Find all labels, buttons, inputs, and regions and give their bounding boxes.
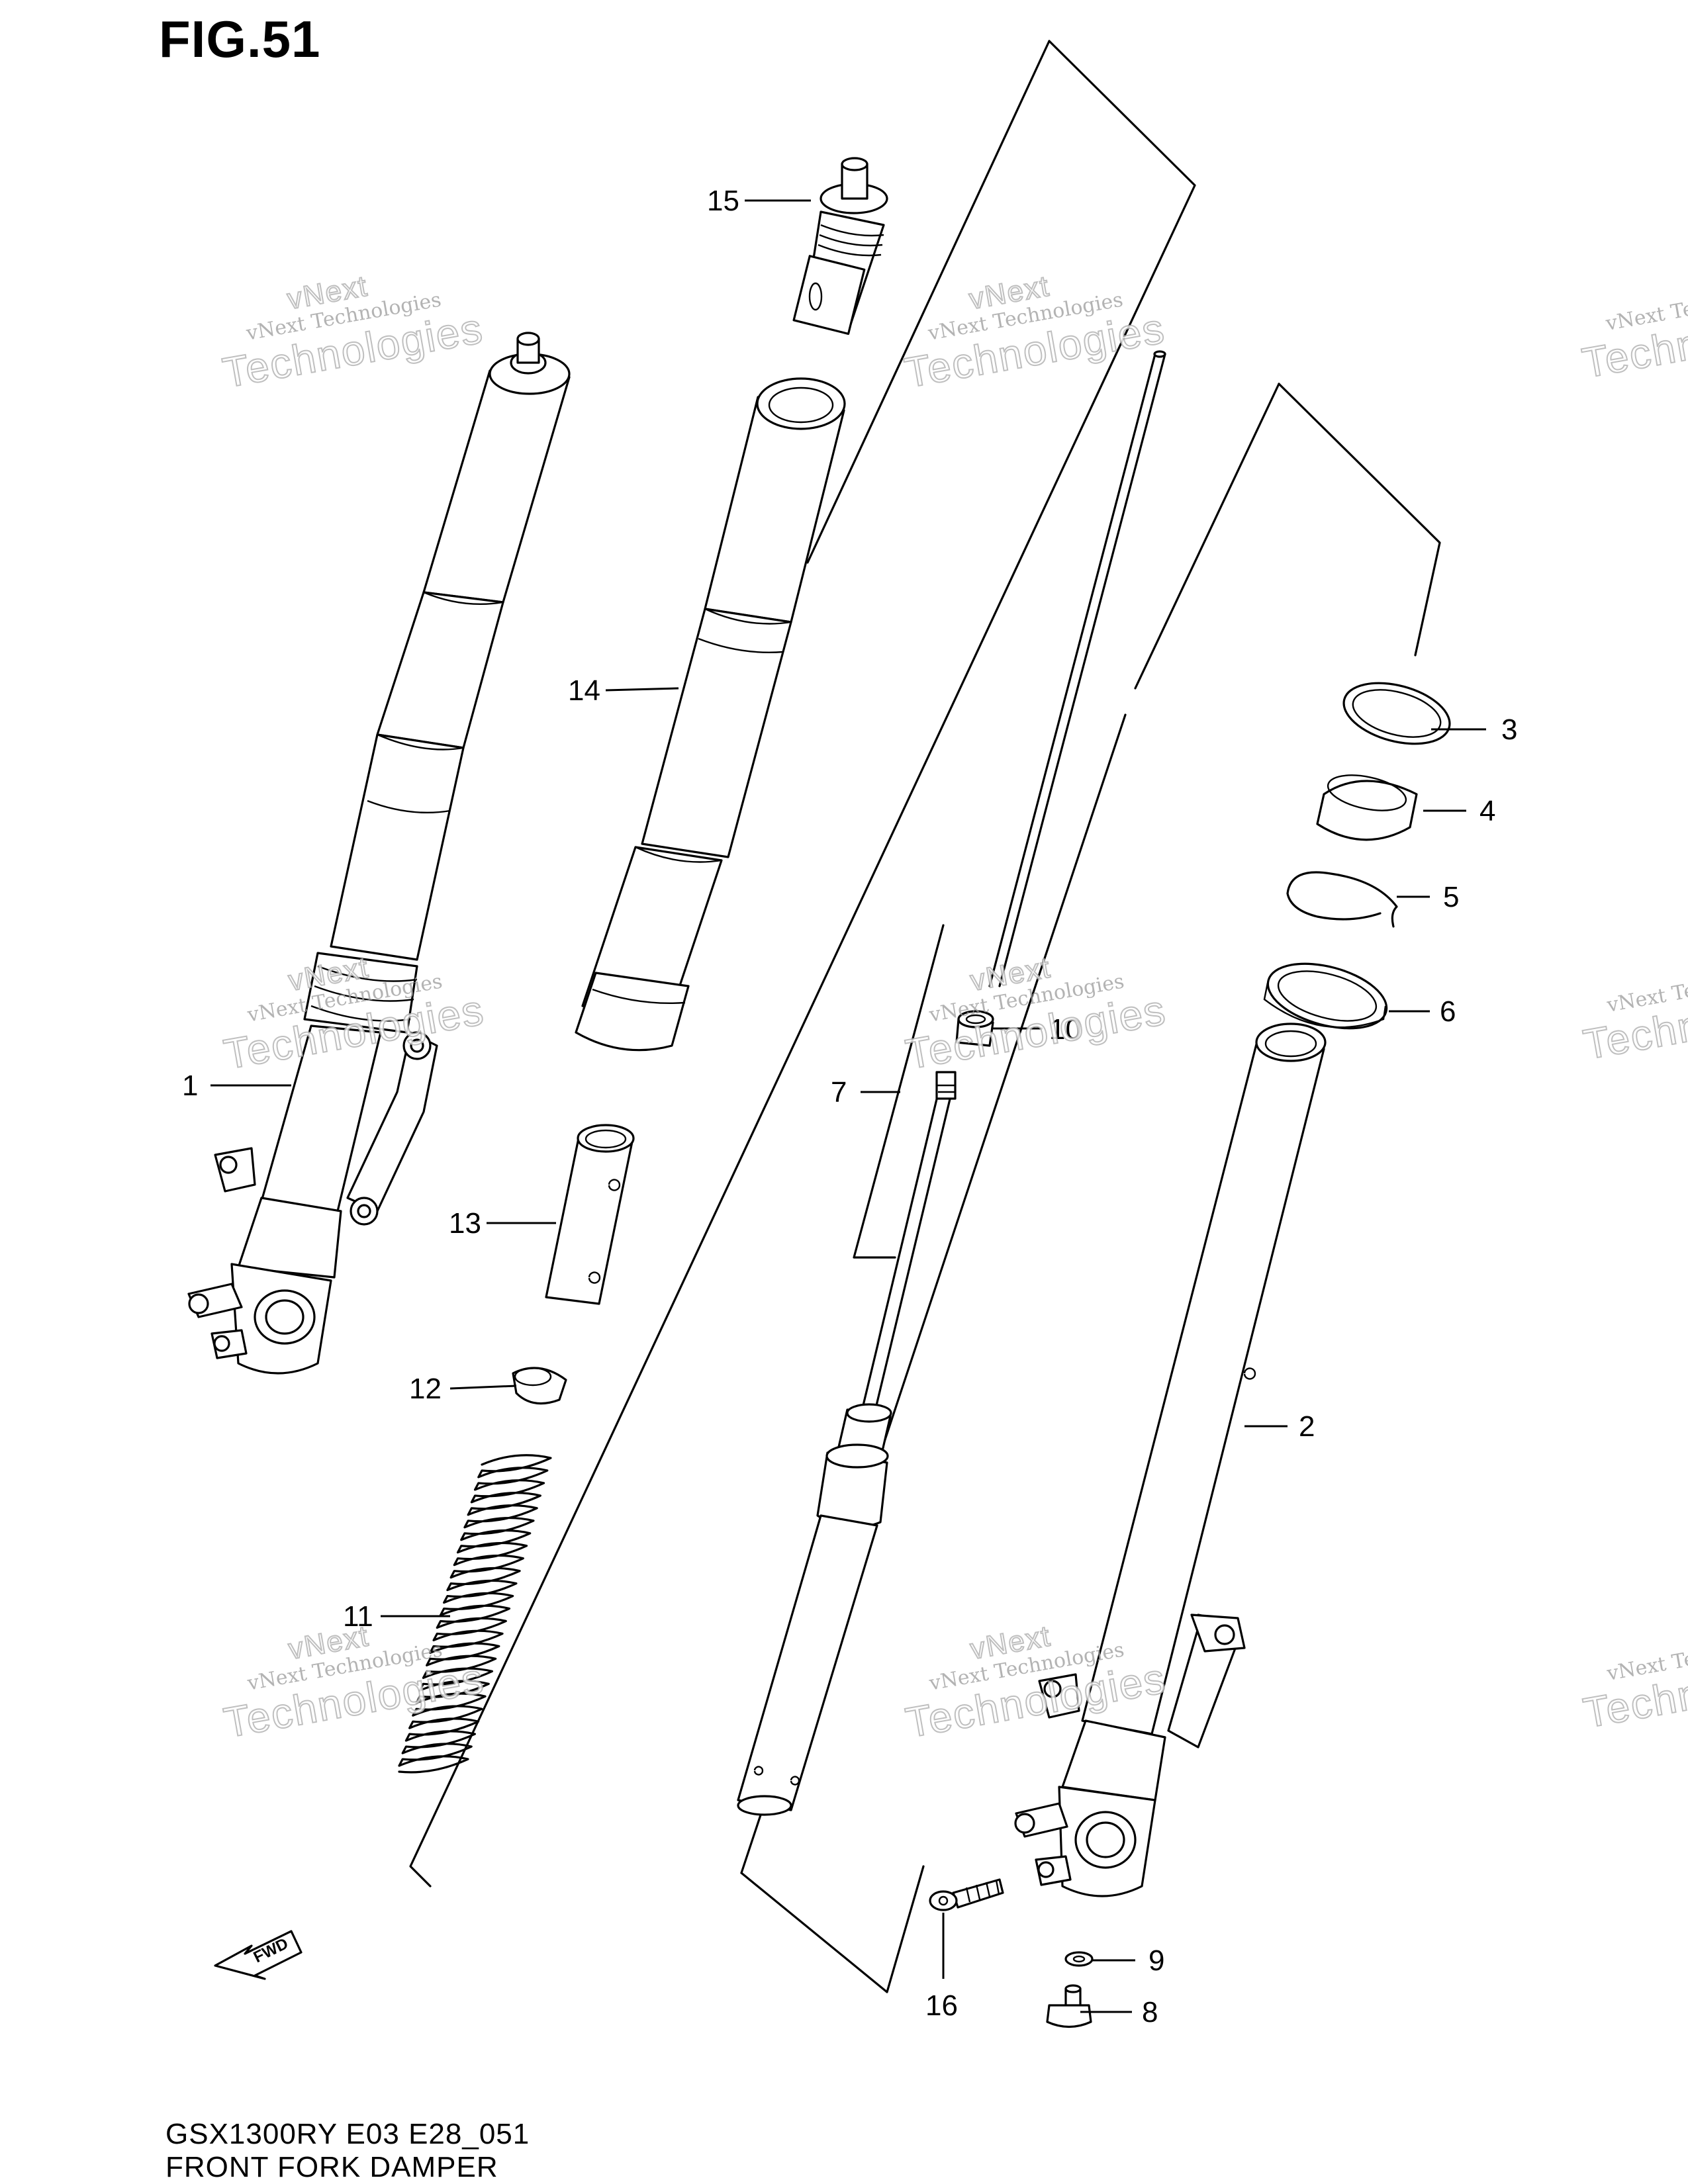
model-code: GSX1300RY E03 E28_051 (165, 2118, 530, 2150)
part-6-oil-seal (1263, 962, 1388, 1030)
callout-9: 9 (1149, 1944, 1164, 1977)
watermarks: Technologies vNext Technologies vNext Te… (218, 269, 1688, 1748)
part-4-stopper-ring (1316, 774, 1418, 841)
callout-7: 7 (831, 1076, 847, 1109)
callout-numbers: 15 14 1 13 12 11 3 4 5 6 2 7 10 16 9 8 (182, 185, 1517, 2028)
part-8-drain-bolt (1046, 1984, 1092, 2028)
part-10-bushing (955, 1010, 994, 1047)
callout-3: 3 (1501, 713, 1517, 746)
part-12-spring-seat (512, 1367, 567, 1405)
callout-14: 14 (568, 674, 600, 707)
figure-title: FIG.51 (159, 10, 321, 68)
part-1-front-fork-assembly (187, 332, 571, 1375)
part-5-retaining-clip (1286, 871, 1398, 928)
callout-4: 4 (1479, 795, 1495, 827)
part-11-fork-spring (398, 1454, 552, 1774)
part-7-damper-rod-assembly (737, 350, 1166, 1816)
leader-lines (211, 199, 1486, 2013)
part-16-bolt (929, 1878, 1004, 1911)
part-14-outer-tube (575, 377, 846, 1052)
part-3-dust-seal (1342, 682, 1451, 745)
callout-2: 2 (1299, 1410, 1315, 1443)
part-15-cap-bolt-adjuster (792, 157, 888, 336)
callout-11: 11 (343, 1600, 373, 1633)
part-2-inner-tube (1014, 1023, 1327, 1897)
callout-6: 6 (1440, 995, 1456, 1028)
callout-16: 16 (925, 1989, 958, 2022)
part-9-washer (1064, 1951, 1094, 1967)
diagram-title: FRONT FORK DAMPER (165, 2151, 498, 2183)
callout-1: 1 (182, 1069, 198, 1102)
part-13-spacer (545, 1124, 635, 1305)
callout-15: 15 (707, 185, 739, 217)
callout-8: 8 (1142, 1996, 1158, 2028)
fwd-direction-arrow: FWD (214, 1930, 303, 1980)
callout-10: 10 (1049, 1013, 1082, 1046)
callout-12: 12 (409, 1373, 442, 1405)
callout-5: 5 (1443, 881, 1459, 913)
callout-13: 13 (449, 1207, 481, 1240)
